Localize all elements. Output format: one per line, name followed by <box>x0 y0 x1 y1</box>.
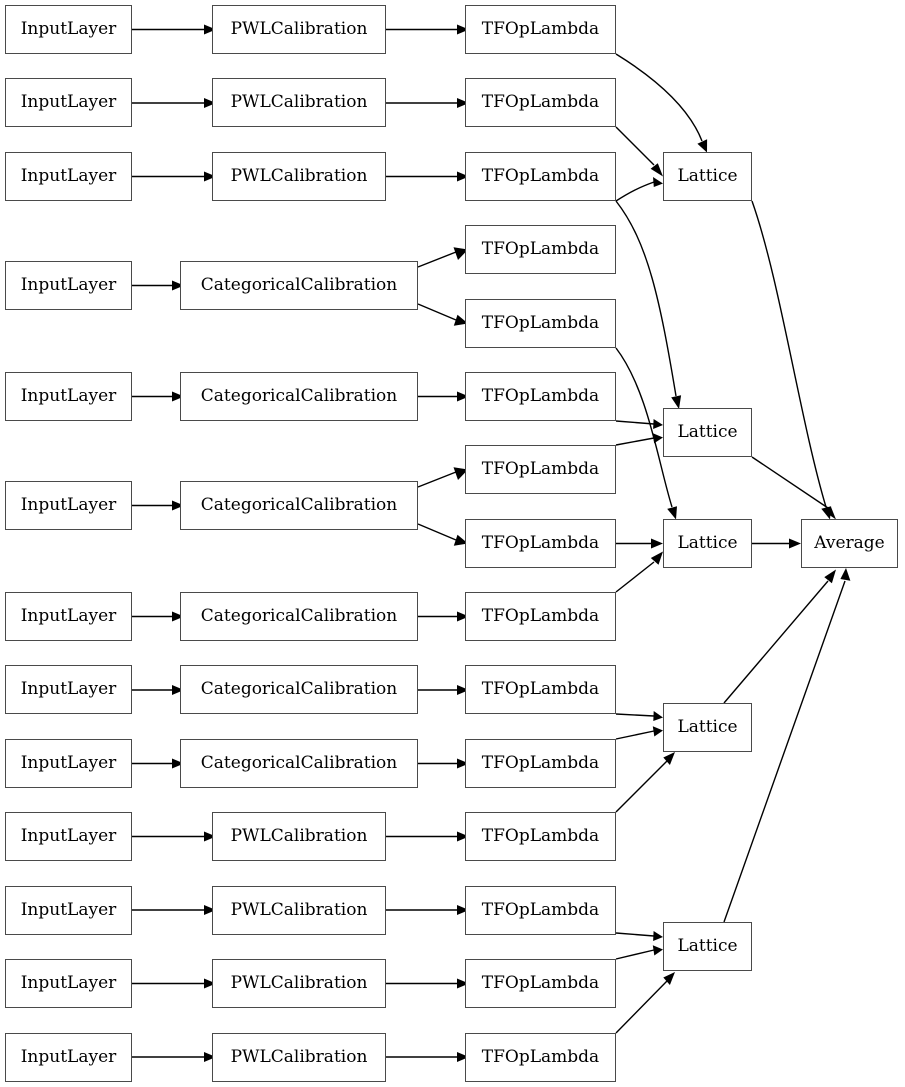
node-label: InputLayer <box>20 166 117 186</box>
node-label: Lattice <box>677 422 738 442</box>
node-label: InputLayer <box>20 606 117 626</box>
node-label: InputLayer <box>20 495 117 515</box>
node-label: CategoricalCalibration <box>200 606 398 626</box>
node-input-layer-8[interactable]: InputLayer <box>5 665 132 714</box>
node-label: InputLayer <box>20 973 117 993</box>
node-input-layer-7[interactable]: InputLayer <box>5 592 132 641</box>
node-label: Lattice <box>677 533 738 553</box>
node-label: PWLCalibration <box>230 973 368 993</box>
node-label: InputLayer <box>20 19 117 39</box>
node-label: InputLayer <box>20 826 117 846</box>
node-input-layer-12[interactable]: InputLayer <box>5 959 132 1008</box>
node-label: InputLayer <box>20 92 117 112</box>
node-label: TFOpLambda <box>481 92 600 112</box>
node-input-layer-5[interactable]: InputLayer <box>5 372 132 421</box>
edges-calibrator-to-op <box>386 24 469 1062</box>
node-categorical-calibration-5[interactable]: CategoricalCalibration <box>180 665 418 714</box>
node-label: InputLayer <box>20 679 117 699</box>
node-lattice-4[interactable]: Lattice <box>663 703 752 752</box>
node-label: TFOpLambda <box>481 386 600 406</box>
node-input-layer-13[interactable]: InputLayer <box>5 1033 132 1082</box>
node-label: PWLCalibration <box>230 900 368 920</box>
node-label: TFOpLambda <box>481 19 600 39</box>
node-label: TFOpLambda <box>481 606 600 626</box>
node-tf-op-lambda-11[interactable]: TFOpLambda <box>465 739 616 788</box>
node-input-layer-9[interactable]: InputLayer <box>5 739 132 788</box>
node-label: CategoricalCalibration <box>200 495 398 515</box>
node-input-layer-10[interactable]: InputLayer <box>5 812 132 861</box>
node-label: Lattice <box>677 166 738 186</box>
node-label: CategoricalCalibration <box>200 386 398 406</box>
node-input-layer-3[interactable]: InputLayer <box>5 152 132 201</box>
node-pwl-calibration-2[interactable]: PWLCalibration <box>212 78 386 127</box>
node-label: InputLayer <box>20 1047 117 1067</box>
node-tf-op-lambda-8[interactable]: TFOpLambda <box>465 519 616 568</box>
node-tf-op-lambda-9[interactable]: TFOpLambda <box>465 592 616 641</box>
node-pwl-calibration-1[interactable]: PWLCalibration <box>212 5 386 54</box>
node-label: Lattice <box>677 936 738 956</box>
node-lattice-3[interactable]: Lattice <box>663 519 752 568</box>
node-label: PWLCalibration <box>230 166 368 186</box>
node-label: TFOpLambda <box>481 533 600 553</box>
node-label: TFOpLambda <box>481 753 600 773</box>
node-label: PWLCalibration <box>230 92 368 112</box>
node-tf-op-lambda-3[interactable]: TFOpLambda <box>465 152 616 201</box>
node-tf-op-lambda-5[interactable]: TFOpLambda <box>465 299 616 348</box>
node-label: PWLCalibration <box>230 826 368 846</box>
node-tf-op-lambda-1[interactable]: TFOpLambda <box>465 5 616 54</box>
node-label: TFOpLambda <box>481 900 600 920</box>
node-tf-op-lambda-13[interactable]: TFOpLambda <box>465 886 616 935</box>
node-categorical-calibration-4[interactable]: CategoricalCalibration <box>180 592 418 641</box>
node-pwl-calibration-7[interactable]: PWLCalibration <box>212 1033 386 1082</box>
node-label: Average <box>814 533 885 553</box>
node-label: PWLCalibration <box>230 19 368 39</box>
node-label: TFOpLambda <box>481 459 600 479</box>
node-input-layer-2[interactable]: InputLayer <box>5 78 132 127</box>
node-input-layer-11[interactable]: InputLayer <box>5 886 132 935</box>
node-tf-op-lambda-4[interactable]: TFOpLambda <box>465 225 616 274</box>
node-tf-op-lambda-7[interactable]: TFOpLambda <box>465 445 616 494</box>
node-label: PWLCalibration <box>230 1047 368 1067</box>
node-pwl-calibration-3[interactable]: PWLCalibration <box>212 152 386 201</box>
node-label: Lattice <box>677 717 738 737</box>
node-label: InputLayer <box>20 753 117 773</box>
node-tf-op-lambda-15[interactable]: TFOpLambda <box>465 1033 616 1082</box>
node-tf-op-lambda-10[interactable]: TFOpLambda <box>465 665 616 714</box>
node-label: TFOpLambda <box>481 313 600 333</box>
node-tf-op-lambda-6[interactable]: TFOpLambda <box>465 372 616 421</box>
node-label: TFOpLambda <box>481 826 600 846</box>
node-pwl-calibration-4[interactable]: PWLCalibration <box>212 812 386 861</box>
node-average[interactable]: Average <box>801 519 898 568</box>
node-input-layer-6[interactable]: InputLayer <box>5 481 132 530</box>
node-lattice-1[interactable]: Lattice <box>663 152 752 201</box>
edges-input-to-calibrator <box>132 24 216 1062</box>
node-pwl-calibration-5[interactable]: PWLCalibration <box>212 886 386 935</box>
node-categorical-calibration-6[interactable]: CategoricalCalibration <box>180 739 418 788</box>
node-label: InputLayer <box>20 386 117 406</box>
node-input-layer-1[interactable]: InputLayer <box>5 5 132 54</box>
node-categorical-calibration-3[interactable]: CategoricalCalibration <box>180 481 418 530</box>
node-label: TFOpLambda <box>481 679 600 699</box>
node-label: TFOpLambda <box>481 239 600 259</box>
node-tf-op-lambda-2[interactable]: TFOpLambda <box>465 78 616 127</box>
node-label: CategoricalCalibration <box>200 679 398 699</box>
node-label: TFOpLambda <box>481 1047 600 1067</box>
node-categorical-calibration-1[interactable]: CategoricalCalibration <box>180 261 418 310</box>
node-lattice-5[interactable]: Lattice <box>663 922 752 971</box>
node-label: TFOpLambda <box>481 166 600 186</box>
node-tf-op-lambda-14[interactable]: TFOpLambda <box>465 959 616 1008</box>
node-categorical-calibration-2[interactable]: CategoricalCalibration <box>180 372 418 421</box>
node-label: InputLayer <box>20 900 117 920</box>
node-label: TFOpLambda <box>481 973 600 993</box>
node-pwl-calibration-6[interactable]: PWLCalibration <box>212 959 386 1008</box>
node-lattice-2[interactable]: Lattice <box>663 408 752 457</box>
node-label: CategoricalCalibration <box>200 275 398 295</box>
node-input-layer-4[interactable]: InputLayer <box>5 261 132 310</box>
node-tf-op-lambda-12[interactable]: TFOpLambda <box>465 812 616 861</box>
node-label: InputLayer <box>20 275 117 295</box>
node-label: CategoricalCalibration <box>200 753 398 773</box>
